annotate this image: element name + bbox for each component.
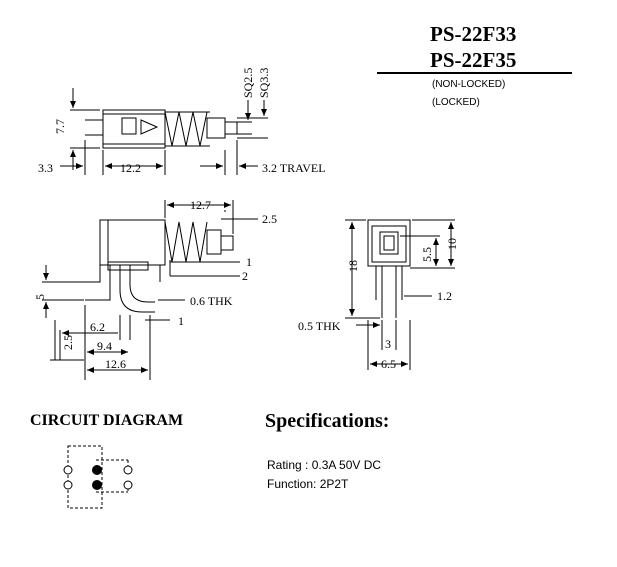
specifications-title: Specifications: bbox=[265, 410, 390, 432]
dim-sq1: SQ2.5 bbox=[241, 68, 255, 98]
dim-9-4: 9.4 bbox=[97, 339, 112, 353]
circuit-diagram bbox=[63, 445, 133, 509]
terminal-open-icon bbox=[123, 465, 133, 475]
spec-function: Function: 2P2T bbox=[267, 477, 349, 491]
terminal-open-icon bbox=[63, 480, 73, 490]
dim-3: 3 bbox=[385, 337, 391, 351]
model-number-non-locked: PS-22F33 bbox=[430, 22, 517, 46]
terminal-common-icon bbox=[92, 465, 102, 475]
circuit-diagram-title: CIRCUIT DIAGRAM bbox=[30, 412, 184, 429]
terminal-common-icon bbox=[92, 480, 102, 490]
dim-1: 1 bbox=[178, 314, 184, 328]
front-view bbox=[345, 219, 455, 370]
locked-note: (LOCKED) bbox=[432, 97, 480, 108]
switch-outline bbox=[67, 445, 103, 509]
title-underline bbox=[377, 72, 572, 74]
dim-sq2: SQ3.3 bbox=[257, 68, 271, 98]
terminal-open-icon bbox=[63, 465, 73, 475]
non-locked-note: (NON-LOCKED) bbox=[432, 79, 506, 90]
dim-h18: 18 bbox=[346, 260, 360, 272]
dim-h10: 10 bbox=[445, 238, 459, 250]
dim-body: 12.2 bbox=[120, 161, 141, 175]
dim-height: 7.7 bbox=[53, 119, 67, 134]
top-view bbox=[60, 88, 268, 175]
dim-r1: 1 bbox=[246, 255, 252, 269]
dim-h5: 5 bbox=[33, 294, 47, 300]
terminal-open-icon bbox=[123, 480, 133, 490]
dim-travel: 3.2 TRAVEL bbox=[262, 161, 326, 175]
dim-2-5: 2.5 bbox=[61, 335, 75, 350]
side-view bbox=[42, 200, 258, 380]
dim-0-5-thk: 0.5 THK bbox=[298, 319, 341, 333]
dim-6-2: 6.2 bbox=[90, 320, 105, 334]
model-number-locked: PS-22F35 bbox=[430, 48, 517, 72]
dim-h5-5: 5.5 bbox=[420, 247, 434, 262]
dim-6-5: 6.5 bbox=[381, 357, 396, 371]
technical-drawing: 3.3 7.7 12.2 3.2 TRAVEL SQ2.5 SQ3.3 bbox=[33, 68, 459, 380]
dim-1-2: 1.2 bbox=[437, 289, 452, 303]
dim-top-len: 12.7 bbox=[190, 198, 211, 212]
dim-thk: 0.6 THK bbox=[190, 294, 233, 308]
spec-rating: Rating : 0.3A 50V DC bbox=[267, 458, 382, 472]
dim-12-6: 12.6 bbox=[105, 357, 126, 371]
dim-r2: 2 bbox=[242, 269, 248, 283]
dim-left: 3.3 bbox=[38, 161, 53, 175]
dim-right-top: 2.5 bbox=[262, 212, 277, 226]
